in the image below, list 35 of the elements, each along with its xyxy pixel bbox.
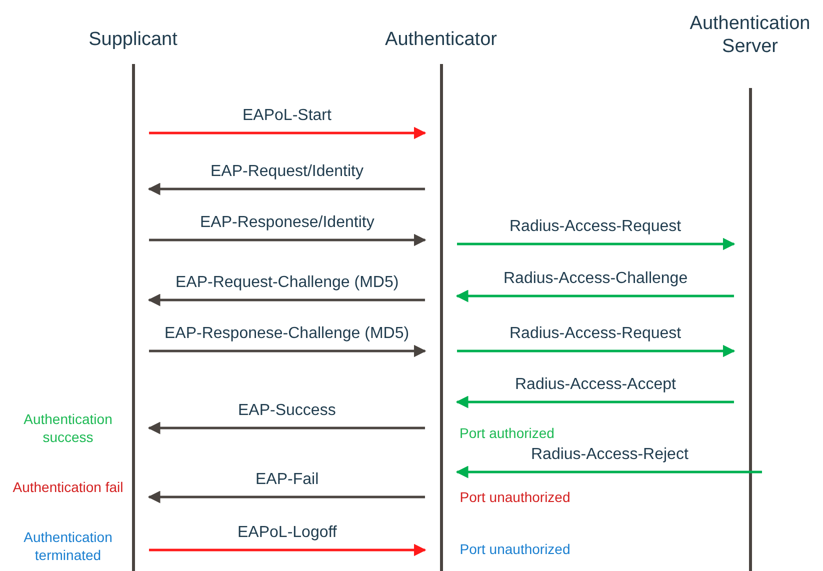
message-label: Radius-Access-Request: [510, 324, 682, 344]
message-arrow: [148, 294, 425, 306]
message-arrow: [456, 466, 762, 478]
message-arrow: [457, 238, 736, 250]
message-arrow: [148, 490, 425, 504]
participant-heading: Authenticator: [384, 28, 498, 51]
message-arrow: [149, 126, 426, 140]
message-arrow: [456, 396, 734, 408]
message-label: EAP-Success: [238, 401, 336, 421]
message-arrow: [149, 234, 426, 246]
message-label: EAP-Responese/Identity: [200, 213, 374, 233]
message-label: EAPoL-Start: [242, 106, 332, 126]
message-label: EAP-Responese-Challenge (MD5): [164, 324, 410, 344]
message-label: EAP-Request/Identity: [210, 162, 364, 182]
state-note: Authentication fail: [12, 478, 124, 496]
message-arrow: [456, 290, 734, 302]
message-label: EAPoL-Logoff: [238, 523, 337, 543]
state-note: Authentication success: [22, 410, 114, 446]
message-label: EAP-Fail: [256, 470, 319, 490]
message-arrow: [149, 544, 426, 556]
state-note: Authentication terminated: [22, 528, 114, 564]
message-label: EAP-Request-Challenge (MD5): [176, 273, 399, 293]
participant-heading: Supplicant: [88, 28, 178, 51]
message-label: Radius-Access-Reject: [531, 445, 688, 465]
state-note: Port unauthorized: [458, 540, 572, 558]
message-arrow: [148, 422, 425, 434]
message-arrow: [149, 344, 426, 358]
message-arrow: [457, 344, 736, 358]
message-label: Radius-Access-Request: [510, 217, 682, 237]
participant-heading: Authentication Server: [688, 12, 812, 58]
state-note: Port unauthorized: [458, 488, 572, 506]
state-note: Port authorized: [458, 424, 556, 442]
message-label: Radius-Access-Accept: [515, 375, 676, 395]
message-label: Radius-Access-Challenge: [504, 269, 688, 289]
message-arrow: [148, 182, 425, 196]
